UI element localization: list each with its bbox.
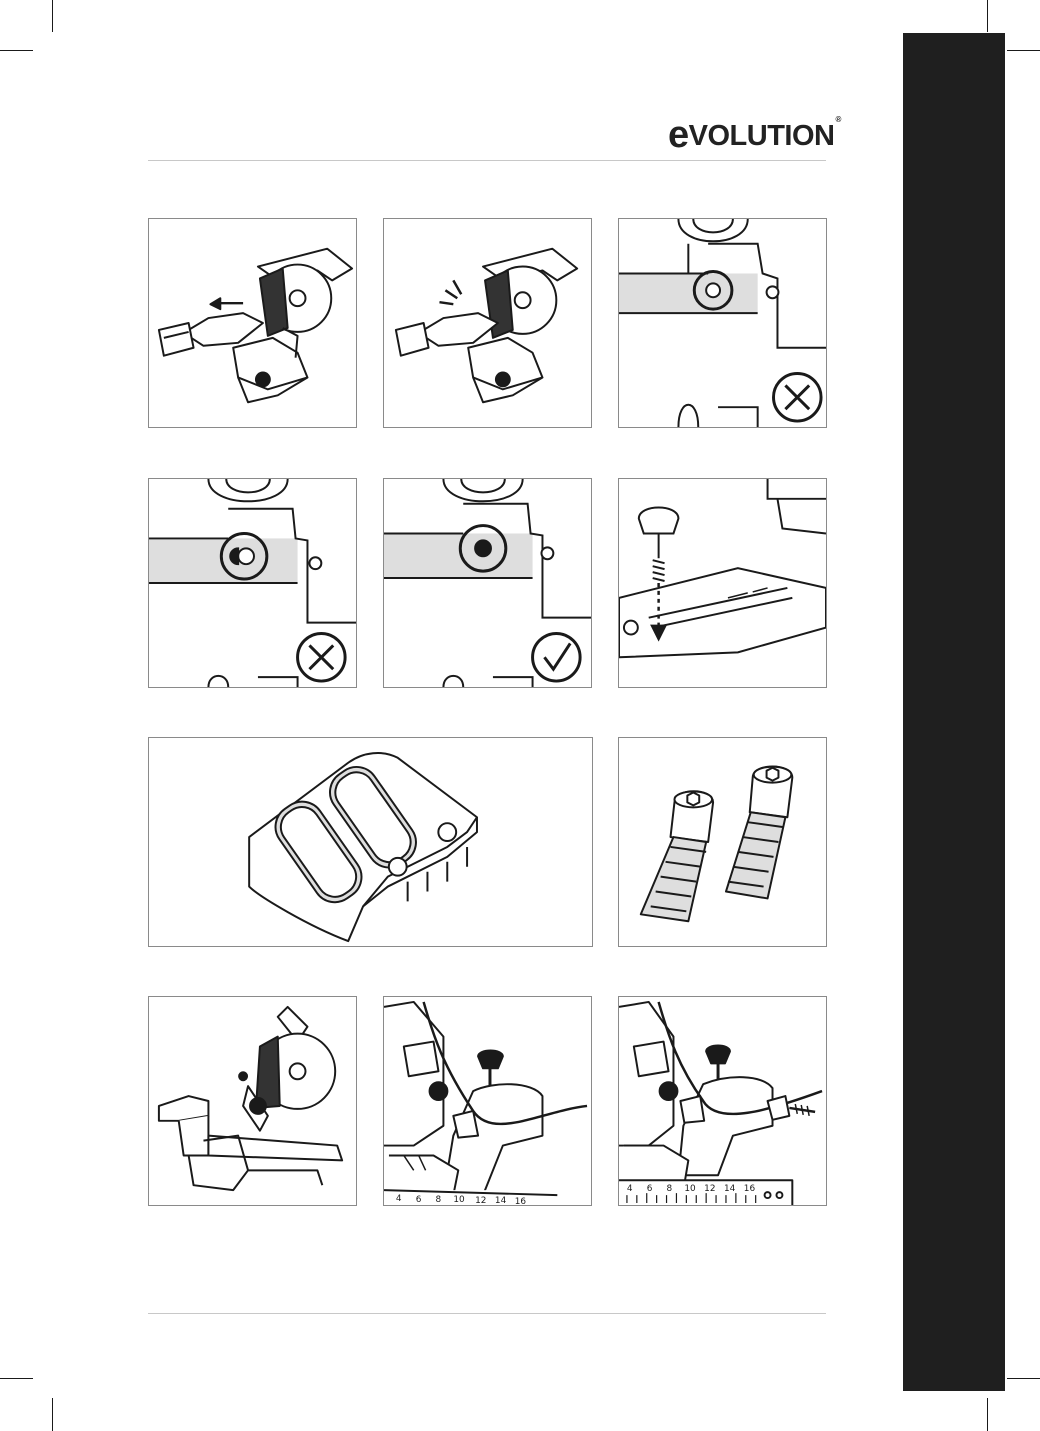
footer-rule [148, 1313, 826, 1314]
saw-carriage-slide-icon [149, 219, 356, 427]
saw-side-view-icon [149, 997, 356, 1205]
fence-bolt-cable-icon: 4 6 8 10 12 14 16 [619, 997, 826, 1205]
fence-knob-cable-icon: 4 6 8 10 12 14 16 [384, 997, 591, 1205]
figure-6 [618, 478, 827, 688]
ruler-tick-label: 12 [704, 1184, 715, 1194]
lock-pin-incorrect-icon [619, 219, 826, 427]
figure-11: 4 6 8 10 12 14 16 [618, 996, 827, 1206]
brand-logo: eVOLUTION® [668, 116, 841, 154]
figure-5 [383, 478, 592, 688]
figure-1 [148, 218, 357, 428]
crop-mark [0, 50, 33, 51]
crop-mark [0, 1378, 33, 1379]
lock-pin-half-incorrect-icon [149, 479, 356, 687]
figure-8 [618, 737, 827, 947]
crop-mark [1007, 50, 1040, 51]
ruler-tick-label: 16 [515, 1197, 527, 1205]
ruler-tick-label: 8 [436, 1195, 442, 1205]
chip-deflector-icon [149, 738, 592, 946]
ruler-tick-label: 6 [416, 1195, 422, 1205]
section-side-tab [903, 33, 1005, 1391]
figure-2 [383, 218, 592, 428]
crop-mark [987, 1398, 988, 1431]
lock-pin-correct-icon [384, 479, 591, 687]
knob-spring-insert-icon [619, 479, 826, 687]
ruler-tick-label: 14 [495, 1196, 507, 1205]
correct-mark-icon [533, 634, 581, 682]
figure-3 [618, 218, 827, 428]
header-rule [148, 160, 826, 161]
saw-lock-click-icon [384, 219, 591, 427]
crop-mark [987, 0, 988, 32]
crop-mark [1007, 1378, 1040, 1379]
figure-9 [148, 996, 357, 1206]
ruler-tick-label: 14 [724, 1184, 736, 1194]
ruler-tick-label: 16 [744, 1184, 756, 1194]
ruler-tick-label: 6 [647, 1184, 653, 1194]
ruler-tick-label: 4 [396, 1194, 402, 1204]
ruler-tick-label: 8 [667, 1184, 673, 1194]
ruler-tick-label: 10 [453, 1195, 465, 1205]
crop-mark [52, 0, 53, 32]
ruler-tick-label: 10 [684, 1184, 696, 1194]
hex-bolts-icon [619, 738, 826, 946]
ruler-tick-label: 12 [475, 1196, 486, 1205]
figure-4 [148, 478, 357, 688]
figure-10: 4 6 8 10 12 14 16 [383, 996, 592, 1206]
figure-7 [148, 737, 593, 947]
crop-mark [52, 1398, 53, 1431]
ruler-tick-label: 4 [627, 1184, 633, 1194]
